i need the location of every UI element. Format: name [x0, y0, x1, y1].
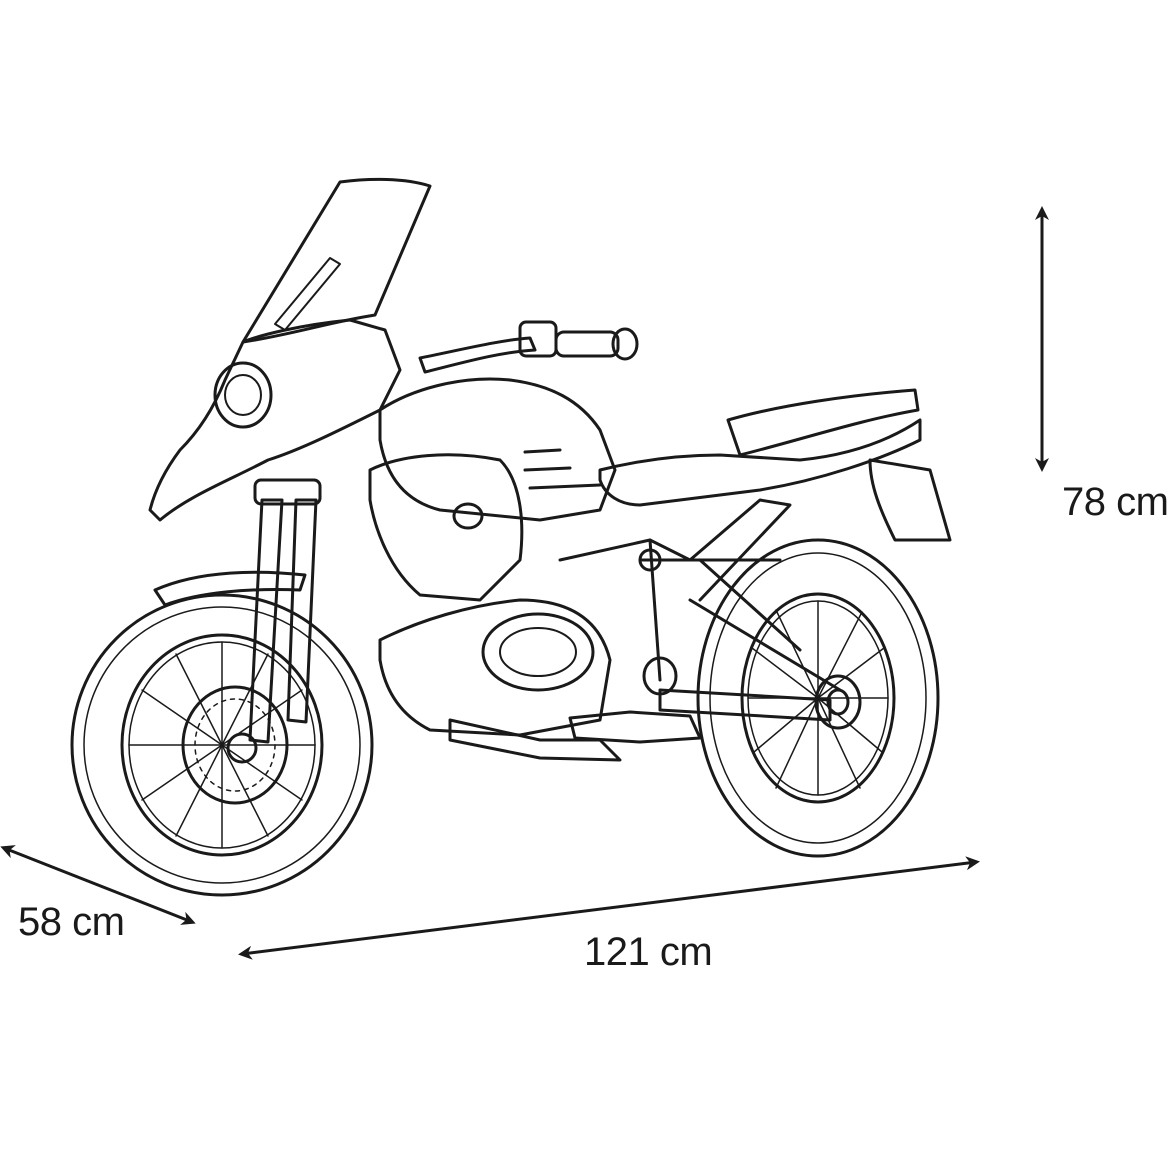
footpeg	[568, 710, 702, 744]
rear-seat	[726, 388, 920, 457]
motorcycle-illustration	[70, 177, 952, 897]
headlight	[213, 361, 273, 429]
fuel-tank	[378, 377, 617, 522]
length-dimension-label: 121 cm	[584, 930, 713, 974]
swingarm	[658, 688, 832, 722]
tank-logo	[523, 448, 602, 490]
handlebar	[418, 320, 639, 374]
side-panel	[368, 453, 524, 602]
width-dimension-label: 58 cm	[18, 900, 125, 944]
engine	[378, 598, 622, 762]
front-fairing	[148, 318, 402, 522]
front-fork	[248, 478, 322, 744]
length-dimension-arrow	[238, 856, 980, 960]
tank-emblem	[452, 502, 484, 530]
height-dimension-label: 78 cm	[1062, 480, 1169, 524]
width-dimension-arrow	[0, 845, 196, 925]
windshield-highlight	[274, 257, 341, 331]
seat	[598, 418, 922, 507]
front-fender	[153, 570, 307, 607]
front-wheel	[70, 593, 374, 897]
rear-fender	[868, 458, 952, 542]
windshield	[241, 177, 432, 344]
frame	[558, 498, 842, 696]
